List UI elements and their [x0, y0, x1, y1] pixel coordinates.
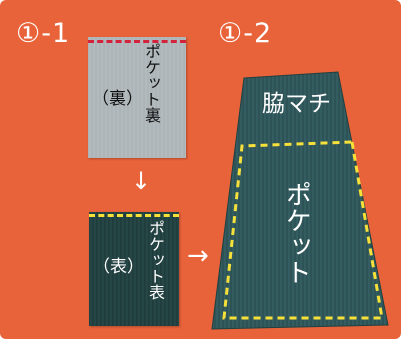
- step-1-2-label: ①-2: [218, 18, 273, 49]
- pocket-front-text: ポケット表: [146, 220, 165, 300]
- pocket-back-text: ポケット裏: [142, 43, 161, 123]
- pocket-back-fabric: [88, 37, 186, 158]
- side-gusset-fabric: [211, 71, 389, 330]
- step-1-1-label: ①-1: [16, 18, 71, 49]
- side-gusset-label: 脇マチ: [262, 91, 331, 117]
- front-side-label: （表）: [93, 257, 144, 277]
- pocket-dashed-outline: [222, 140, 384, 320]
- back-side-label: （裏）: [92, 89, 143, 109]
- pocket-front-fabric: [89, 212, 179, 326]
- arrow-down-icon: ↓: [131, 167, 152, 195]
- pocket-label: ポケット: [281, 181, 312, 285]
- yellow-dashed-line: [89, 214, 179, 217]
- arrow-right-icon: →: [187, 241, 209, 271]
- red-dashed-line: [88, 40, 186, 43]
